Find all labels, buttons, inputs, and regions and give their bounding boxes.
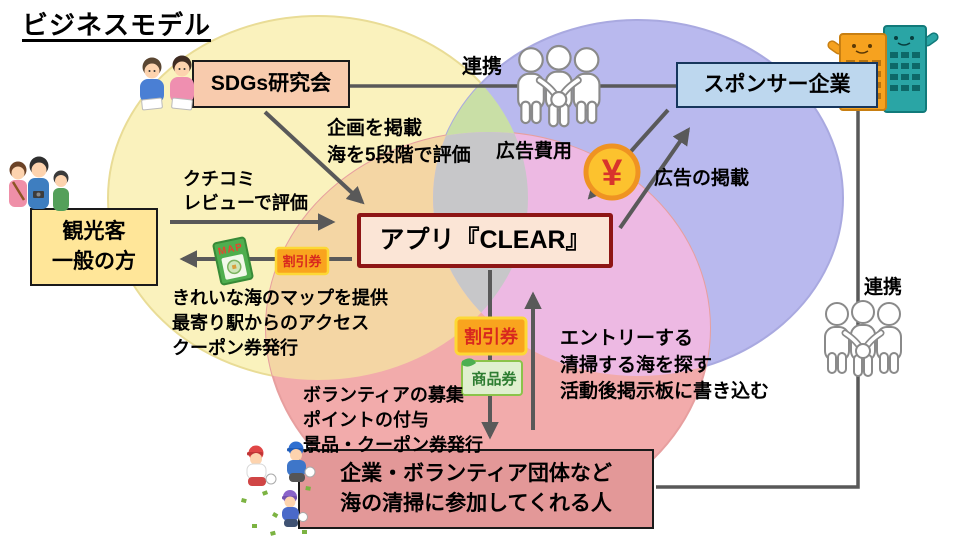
note-line: 海を5段階で評価 [327, 144, 471, 166]
app-to-volunteer-note: ボランティアの募集 ポイントの付与 景品・クーポン券発行 [303, 383, 483, 459]
note-line: 活動後掲示板に書き込む [560, 381, 770, 403]
tourist-family-icon [9, 156, 69, 211]
yen-symbol: ¥ [602, 152, 623, 193]
discount-ticket-icon: 割引券 [274, 246, 330, 276]
sdgs-group-label: SDGs研究会 [210, 72, 332, 96]
partnership-label-top: 連携 [462, 56, 502, 78]
handshake-icon [825, 301, 901, 376]
discount-ticket-label: 割引券 [464, 326, 519, 347]
note-line: クチコミ [183, 169, 255, 189]
discount-ticket-icon: 割引券 [454, 316, 528, 356]
volunteer-to-app-note: エントリーする 清掃する海を探す 活動後掲示板に書き込む [560, 326, 769, 406]
partnership-label-right: 連携 [864, 277, 903, 298]
note-line: きれいな海のマップを提供 [172, 288, 388, 308]
note-line: クーポン券発行 [172, 338, 298, 359]
tourist-label-line1: 観光客 [62, 219, 126, 243]
page-title: ビジネスモデル [22, 10, 212, 40]
note-line: 清掃する海を探す [560, 354, 713, 376]
cleaner-girl [246, 445, 277, 486]
researchers-icon [140, 55, 194, 111]
note-line: ボランティアの募集 [303, 385, 464, 405]
ad-fee-label: 広告費用 [496, 141, 573, 162]
handshake-icon [518, 46, 599, 126]
volunteer-label-line2: 海の清掃に参加してくれる人 [340, 492, 612, 515]
app-to-tourist-note: きれいな海のマップを提供 最寄り駅からのアクセス クーポン券発行 [172, 286, 388, 362]
app-clear-box: アプリ『CLEAR』 [357, 213, 613, 268]
note-line: ポイントの付与 [303, 410, 429, 431]
discount-ticket-label: 割引券 [282, 254, 322, 269]
tourist-label-line2: 一般の方 [52, 250, 136, 273]
note-line: レビューで評価 [183, 193, 308, 214]
sdgs-group-box: SDGs研究会 [192, 60, 350, 108]
note-line: エントリーする [560, 328, 694, 349]
volunteer-label-line1: 企業・ボランティア団体など [340, 461, 612, 485]
app-clear-label: アプリ『CLEAR』 [379, 226, 591, 255]
tourist-box: 観光客 一般の方 [30, 208, 158, 286]
sponsor-company-label: スポンサー企業 [703, 73, 851, 97]
note-line: 企画を掲載 [327, 118, 423, 139]
note-line: 最寄り駅からのアクセス [172, 313, 370, 334]
yen-coin-icon: ¥ [583, 143, 641, 201]
ad-placement-label: 広告の掲載 [654, 168, 750, 189]
map-label: MAP [217, 242, 244, 258]
volunteer-box: 企業・ボランティア団体など 海の清掃に参加してくれる人 [298, 449, 654, 529]
sdgs-to-app-note: 企画を掲載 海を5段階で評価 [327, 116, 471, 169]
tourist-to-app-note: クチコミ レビューで評価 [183, 167, 308, 216]
note-line: 景品・クーポン券発行 [303, 435, 483, 456]
map-icon: MAP [212, 236, 254, 286]
sponsor-company-box: スポンサー企業 [676, 62, 878, 108]
